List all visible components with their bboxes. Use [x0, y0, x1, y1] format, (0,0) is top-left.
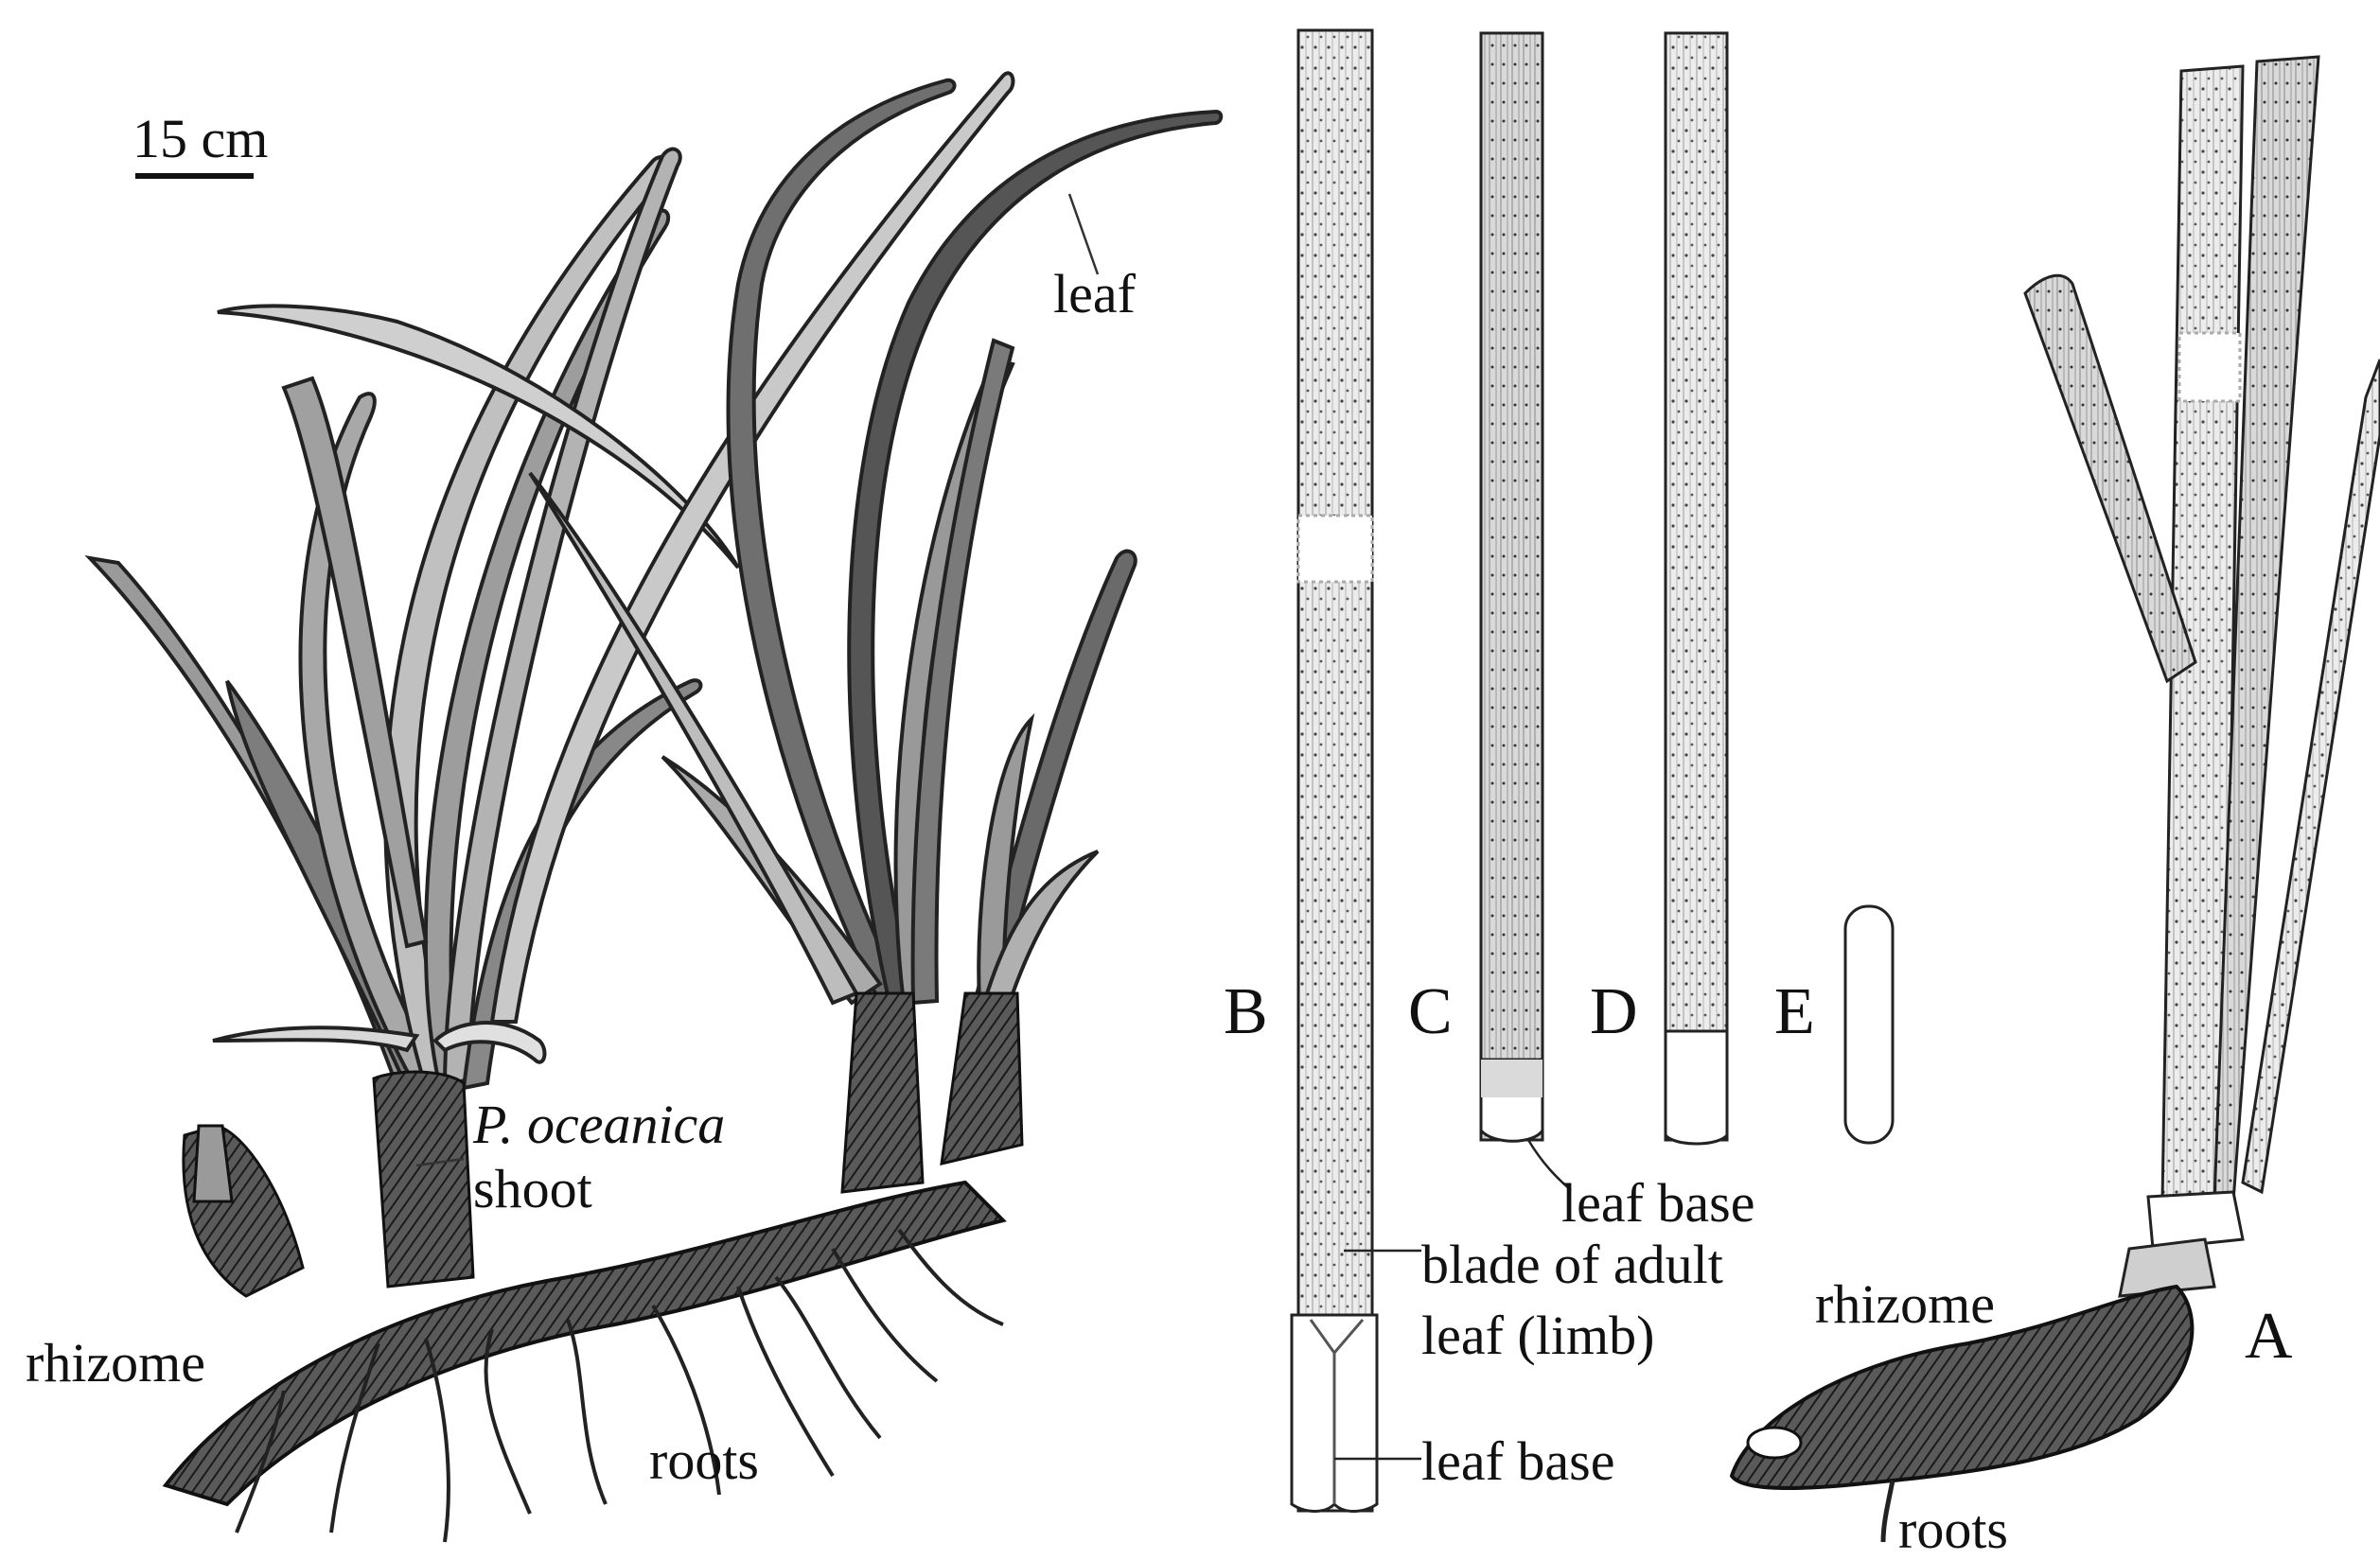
label-species: P. oceanica — [473, 1097, 725, 1152]
label-leaf: leaf — [1053, 267, 1136, 322]
scale-bar-label: 15 cm — [132, 112, 268, 167]
leaf-b — [1292, 30, 1377, 1512]
roots-a — [1883, 1481, 1893, 1542]
panel-letter-b: B — [1224, 979, 1268, 1045]
label-leaf-base-b: leaf base — [1421, 1434, 1614, 1489]
leaf-d — [1666, 33, 1727, 1144]
shoot-a — [2025, 57, 2380, 1296]
label-roots-left: roots — [649, 1433, 759, 1488]
panel-letter-e: E — [1774, 979, 1815, 1045]
label-blade-line2: leaf (limb) — [1421, 1308, 1654, 1363]
plant-leaves — [90, 73, 1221, 1088]
leaf-e — [1845, 906, 1893, 1143]
label-shoot: shoot — [473, 1162, 592, 1217]
label-roots-a: roots — [1898, 1502, 2008, 1557]
label-rhizome-left: rhizome — [26, 1336, 205, 1391]
label-blade-line1: blade of adult — [1421, 1237, 1723, 1292]
panel-letter-a: A — [2245, 1304, 2293, 1370]
label-leaf-base-c: leaf base — [1561, 1176, 1754, 1231]
label-rhizome-a: rhizome — [1815, 1277, 1995, 1332]
panel-letter-c: C — [1408, 979, 1453, 1045]
leaf-c — [1481, 33, 1543, 1141]
panel-letter-d: D — [1590, 979, 1638, 1045]
